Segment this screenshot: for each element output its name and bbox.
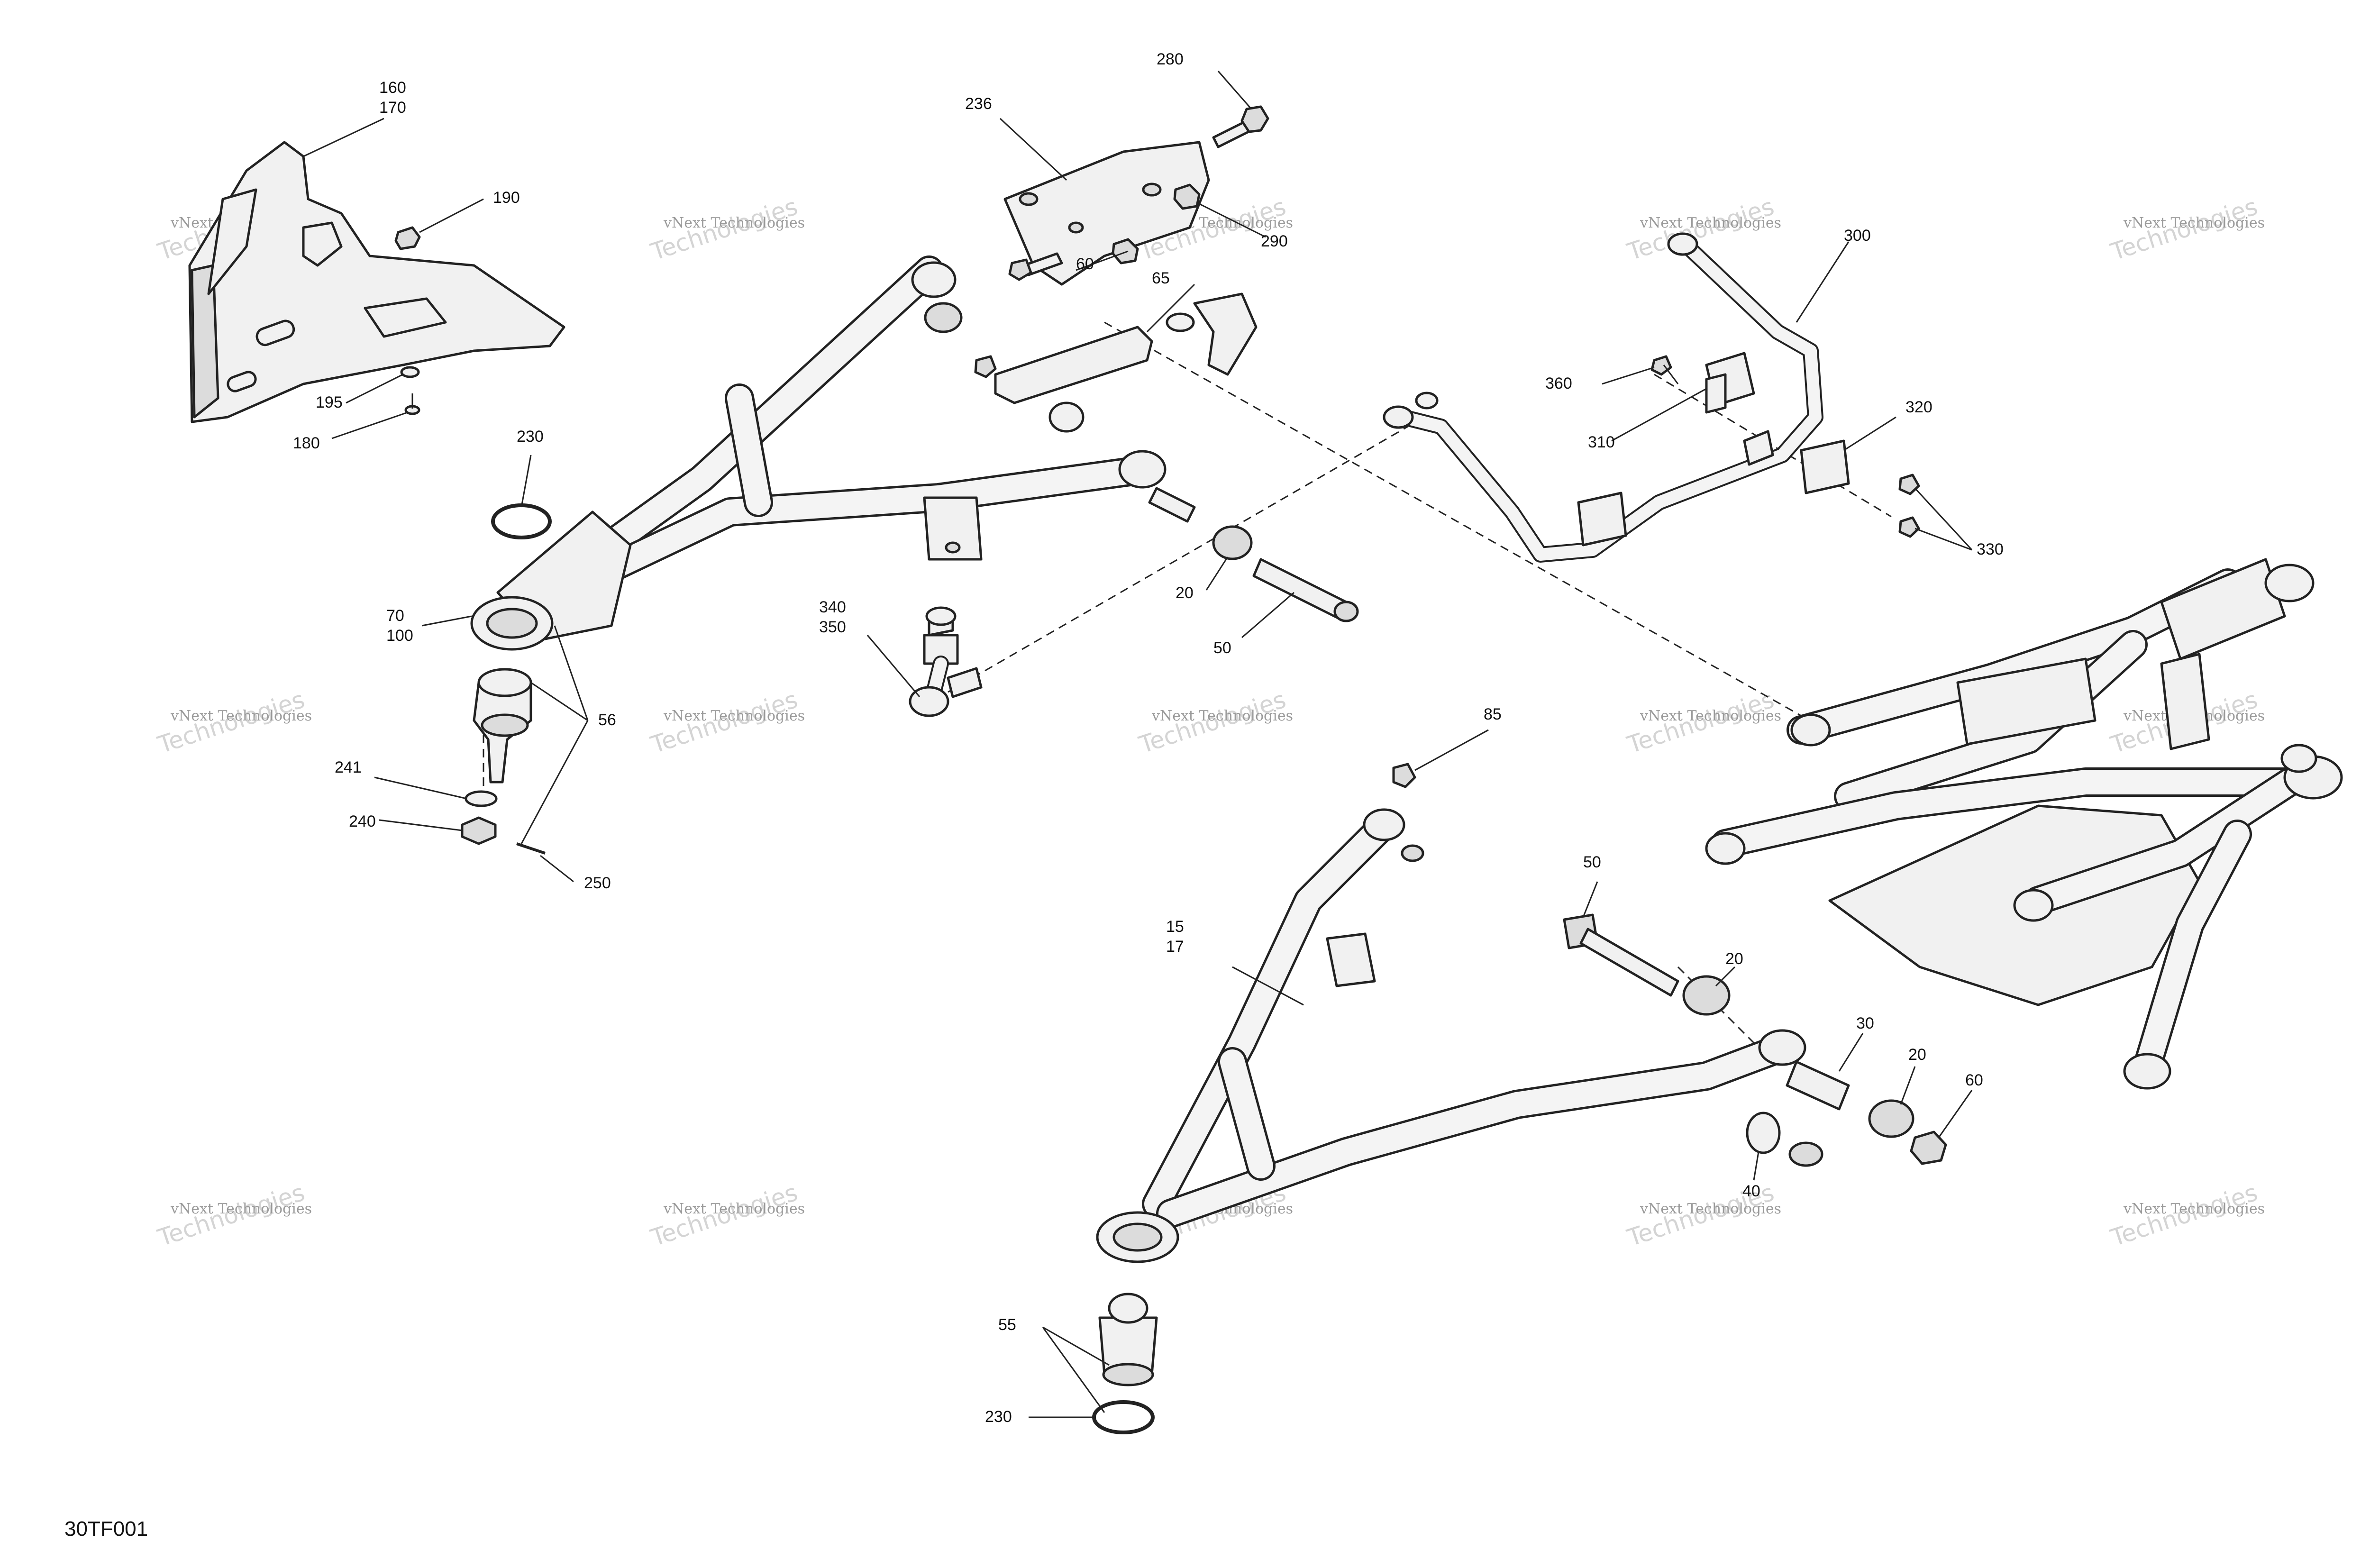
watermark: Technologies vNext Technologies [2107, 192, 2265, 266]
callout-190: 190 [493, 189, 520, 207]
watermark-text: vNext Technologies [2123, 1201, 2265, 1217]
leader-lines [303, 71, 1973, 1418]
callout-30: 30 [1856, 1014, 1874, 1032]
callout-330: 330 [1977, 540, 2004, 558]
callout-310: 310 [1588, 433, 1615, 451]
bolts-330 [1898, 474, 1920, 538]
bolt-upper-front [1008, 252, 1063, 281]
assembly-line [1104, 321, 1802, 717]
callouts: 160 170 190 195 180 236 280 290 60 65 23… [293, 50, 2004, 1426]
ball-joint-55 [1098, 1293, 1158, 1386]
callout-230-upper: 230 [517, 428, 544, 446]
bracket-236 [1003, 141, 1210, 286]
callout-17: 17 [1166, 938, 1184, 956]
assembly-line [1654, 374, 1892, 518]
cotter-pin-250 [516, 842, 546, 855]
washer-241 [465, 790, 498, 807]
callout-230-lower: 230 [985, 1408, 1012, 1426]
grease-fitting-85 [1392, 763, 1416, 788]
callout-20-lower-b: 20 [1908, 1046, 1926, 1064]
watermark: Technologies vNext Technologies [1135, 685, 1293, 759]
bolt-180 [404, 393, 420, 415]
washer-195 [400, 366, 420, 378]
callout-280: 280 [1157, 50, 1184, 68]
callout-360: 360 [1545, 374, 1572, 392]
assembly-line [948, 426, 1408, 693]
callout-20-lower: 20 [1725, 950, 1743, 968]
watermark-text: vNext Technologies [2123, 215, 2265, 231]
assembly-line [1677, 966, 1755, 1044]
sway-bar-link [909, 606, 983, 717]
callout-100: 100 [386, 627, 413, 645]
watermark: Technologies vNext Technologies [647, 1178, 805, 1252]
callout-85: 85 [1484, 705, 1502, 723]
sway-bar [1383, 232, 1823, 563]
callout-60-lower: 60 [1965, 1071, 1983, 1089]
bolt-50-lower [1563, 913, 1679, 997]
callout-300: 300 [1844, 227, 1871, 245]
bolt-360 [1650, 355, 1679, 384]
nut-290 [1173, 183, 1201, 210]
bushing-20-lower-b [1868, 1099, 1914, 1138]
ball-joint [473, 668, 532, 784]
watermark-text: vNext Technologies [663, 215, 805, 231]
flange-nut-190 [394, 226, 421, 250]
lower-a-arm [1096, 808, 1806, 1263]
callout-55: 55 [998, 1316, 1016, 1334]
upper-a-arm [470, 255, 1167, 651]
callout-65: 65 [1152, 269, 1170, 287]
retaining-ring-230 [491, 503, 552, 539]
watermark-text: vNext Technologies [170, 1201, 312, 1217]
callout-70: 70 [386, 607, 404, 625]
callout-290: 290 [1261, 232, 1288, 250]
callout-195: 195 [316, 393, 343, 411]
callout-241: 241 [335, 758, 362, 776]
assembled-suspension [1705, 558, 2343, 1090]
callout-20-upper: 20 [1176, 584, 1194, 602]
watermark-text: vNext Technologies [1151, 708, 1293, 724]
callout-180: 180 [293, 434, 320, 452]
watermark-text: vNext Technologies [1640, 708, 1781, 724]
retaining-ring-230-lower [1092, 1400, 1155, 1434]
callout-60-upper: 60 [1076, 255, 1094, 273]
plate-65 [974, 292, 1258, 404]
nut-60-upper [1112, 238, 1139, 264]
bushing-20-lower [1682, 975, 1731, 1016]
callout-40: 40 [1742, 1182, 1760, 1200]
callout-15: 15 [1166, 918, 1184, 936]
callout-350: 350 [819, 618, 846, 636]
callout-250: 250 [584, 874, 611, 892]
watermark: Technologies vNext Technologies [647, 192, 805, 266]
watermark: Technologies vNext Technologies [154, 1178, 312, 1252]
callout-320: 320 [1905, 398, 1932, 416]
nut-60-lower [1910, 1130, 1947, 1165]
skid-plate [188, 141, 565, 423]
sway-bar-bracket-310 [1705, 352, 1755, 414]
watermark-text: vNext Technologies [663, 708, 805, 724]
watermark-text: vNext Technologies [1640, 1201, 1781, 1217]
callout-160: 160 [379, 79, 406, 97]
watermark-text: vNext Technologies [170, 708, 312, 724]
callout-236: 236 [965, 95, 992, 113]
bushing-upper [1048, 401, 1359, 622]
bushing-320 [1800, 439, 1850, 494]
watermark: Technologies vNext Technologies [154, 685, 312, 759]
watermark: Technologies vNext Technologies [647, 685, 805, 759]
callout-340: 340 [819, 598, 846, 616]
nut-240 [461, 816, 497, 845]
watermark: Technologies vNext Technologies [1623, 685, 1781, 759]
callout-50-upper: 50 [1213, 639, 1231, 657]
diagram-code: 30TF001 [64, 1517, 148, 1541]
watermark-text: vNext Technologies [1640, 215, 1781, 231]
sleeve-30 [1786, 1060, 1850, 1111]
callout-240: 240 [349, 812, 376, 830]
callout-50-lower: 50 [1583, 853, 1601, 871]
watermark-text: vNext Technologies [663, 1201, 805, 1217]
washer-40 [1746, 1112, 1823, 1167]
callout-170: 170 [379, 99, 406, 117]
callout-56: 56 [598, 711, 616, 729]
watermark: Technologies vNext Technologies [2107, 1178, 2265, 1252]
bolt-280 [1212, 105, 1269, 148]
